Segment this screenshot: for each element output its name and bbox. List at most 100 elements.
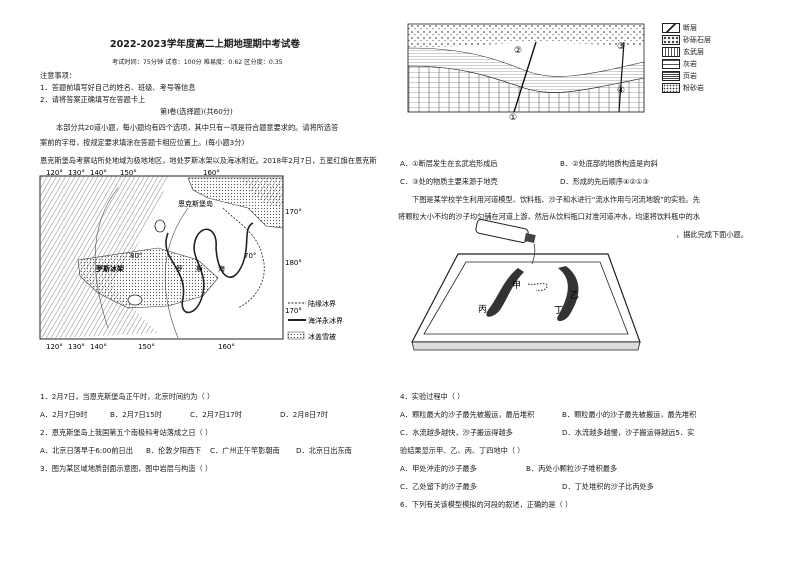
q3-stem: 3．图为某区域地质剖面示意图，图中岩层与构造（ ）: [40, 464, 213, 473]
coastal-ice-line: [215, 222, 254, 278]
site-label: 甲: [512, 280, 521, 291]
q4-stem: 4．实验过程中（ ）: [400, 392, 465, 401]
sea-label: 罗: [176, 265, 183, 273]
site-label: 乙: [570, 290, 579, 301]
fault-icon: [662, 23, 680, 33]
lon-label: 170°: [285, 208, 302, 216]
lon-label: 160°: [203, 169, 220, 177]
q4-option: A．颗粒最大的沙子最先被搬运，最后堆积: [400, 410, 535, 419]
geo-marker: ①: [509, 113, 517, 122]
geo-option: A．①断层发生在玄武岩形成后: [400, 159, 498, 168]
lon-label: 170°: [285, 307, 302, 315]
legend-label: 砂砾石层: [683, 36, 711, 44]
lon-label: 160°: [218, 343, 235, 351]
passage: 恩克斯堡岛考察站所处地域为极地地区，地处罗斯冰架以及海冰附近。2018年2月7日…: [40, 156, 377, 165]
ice-shelf-label: 罗斯冰架: [96, 264, 124, 273]
coastal-ice-line: [222, 207, 265, 309]
latitude-curve: [164, 207, 189, 339]
lon-label: 150°: [138, 343, 155, 351]
q2-option: B．伦敦夕阳西下: [146, 446, 202, 455]
q5-option: C．乙处留下的沙子最多: [400, 482, 477, 491]
tray-side: [411, 341, 641, 351]
siltstone-icon: [662, 83, 680, 93]
fold-layer: [407, 65, 645, 113]
shale-icon: [662, 71, 680, 81]
q1-option: B．2月7日15时: [110, 410, 162, 419]
legend-label: 玄武层: [683, 48, 704, 56]
sand-trail: [527, 282, 548, 292]
q2-option: D．北京日出东南: [296, 446, 352, 455]
exam-meta: 考试时间：75分钟 试卷：100分 难易度：0.62 区分度：0.35: [112, 59, 283, 66]
lon-label: 140°: [90, 169, 107, 177]
legend-row: 砂砾石层: [662, 34, 742, 46]
lon-label: 130°: [68, 169, 85, 177]
sea-label: 海: [218, 264, 225, 273]
q2-option: C．广州正午竿影朝南: [210, 446, 280, 455]
q5-option: A．甲处沖走的沙子最多: [400, 464, 477, 473]
experiment-text: 将颗粒大小不均的沙子均匀铺在河道上游，然后从饮料瓶口对准河道冲水，均速将饮料瓶中…: [398, 212, 700, 221]
legend-label: 灰岩: [683, 60, 697, 68]
q2-stem: 2．恩克斯堡岛上我国第五个南极科考站落成之日（ ）: [40, 428, 213, 437]
geo-legend: 断层 砂砾石层 玄武层 灰岩 页岩 粉砂岩: [662, 22, 742, 94]
basalt-icon: [662, 47, 680, 57]
latitude-curve: [94, 187, 119, 329]
fault-line: [513, 41, 537, 113]
legend-row: 玄武层: [662, 46, 742, 58]
legend-label: 陆缘冰界: [308, 299, 336, 308]
lon-label: 130°: [68, 343, 85, 351]
legend-label: 冰盖雪被: [308, 332, 336, 341]
eastern-land-hatch: [238, 178, 283, 208]
q2-option: A．北京日落早于6:00前日出: [40, 446, 133, 455]
permanent-ice-line: [165, 228, 217, 314]
notes-heading: 注意事项：: [40, 71, 76, 80]
q1-option: A．2月7日9时: [40, 410, 88, 419]
q4-option: B．颗粒最小的沙子最先被搬运，最先堆积: [562, 410, 697, 419]
section-intro: 案前的字母，按规定要求填涂在答题卡相应位置上。(每小题3分): [40, 138, 245, 147]
q4-option: D．水流越多越慢，沙子搬运得越远5．实: [562, 428, 695, 437]
legend-label: 海洋永冰界: [308, 316, 343, 325]
q4-cont: 验结果显示甲、乙、丙、丁四地中（ ）: [400, 446, 525, 455]
q1-stem: 1．2月7日，当恩克斯堡岛正午时，北京时间约为（ ）: [40, 392, 215, 401]
sea-label: 斯: [196, 264, 203, 273]
geo-option: C．③处的物质主要来源于地壳: [400, 177, 498, 186]
gravel-icon: [662, 35, 680, 45]
legend-row: 灰岩: [662, 58, 742, 70]
lat-label: 70°: [244, 252, 256, 260]
site-label: 丙: [478, 304, 487, 315]
site-label: 丁: [554, 306, 563, 316]
q1-option: D．2月8日7时: [280, 410, 329, 419]
water-stream: [531, 243, 536, 265]
lat-label: 80°: [130, 252, 142, 260]
notes-item: 1．答题前填写好自己的姓名、班级、考号等信息: [40, 83, 196, 92]
island-shape: [154, 219, 166, 233]
q6-stem: 6．下列有关该模型模拟的河段的叙述，正确的是（ ）: [400, 500, 573, 509]
geo-marker: ④: [617, 86, 625, 96]
tray-inner: [423, 261, 629, 335]
lon-label: 140°: [90, 343, 107, 351]
q1-option: C．2月7日17时: [190, 410, 243, 419]
geo-marker: ③: [617, 42, 625, 52]
section-intro: 本部分共20道小题，每小题均有四个选项，其中只有一项是符合题意要求的。请将所选答: [56, 123, 339, 132]
river-model: 甲 乙 丙 丁: [411, 218, 641, 351]
q5-option: D．丁处堆积的沙子比丙处多: [562, 482, 654, 491]
fault-line: [618, 41, 625, 113]
legend-label: 粉砂岩: [683, 84, 704, 92]
channel-bank: [486, 268, 524, 317]
exam-title: 2022-2023学年度高二上期地理期中考试卷: [110, 39, 300, 50]
geo-option: D．形成的先后顺序④②①③: [560, 177, 649, 186]
legend-row: 断层: [662, 22, 742, 34]
q5-option: B．丙处小颗粒沙子堆积最多: [526, 464, 618, 473]
experiment-text: 下图是某学校学生利用河道模型、饮料瓶、沙子和水进行“流水作用与河流地貌”的实验。…: [412, 195, 700, 204]
island-label: 恩克斯堡岛: [178, 199, 213, 208]
channel-bank: [557, 266, 579, 322]
geologic-section: ② ③ ④ ①: [407, 23, 645, 122]
bottle-icon: [475, 218, 536, 244]
island-shape: [127, 294, 143, 306]
lon-label: 150°: [120, 169, 137, 177]
geo-marker: ②: [514, 46, 522, 56]
experiment-text: ，据此完成下面小题。: [676, 230, 748, 239]
lon-label: 120°: [46, 343, 63, 351]
lon-label: 180°: [285, 259, 302, 267]
antarctic-map: 120° 130° 140° 150° 160° 120° 130° 140° …: [39, 169, 343, 351]
legend-label: 页岩: [683, 72, 697, 80]
